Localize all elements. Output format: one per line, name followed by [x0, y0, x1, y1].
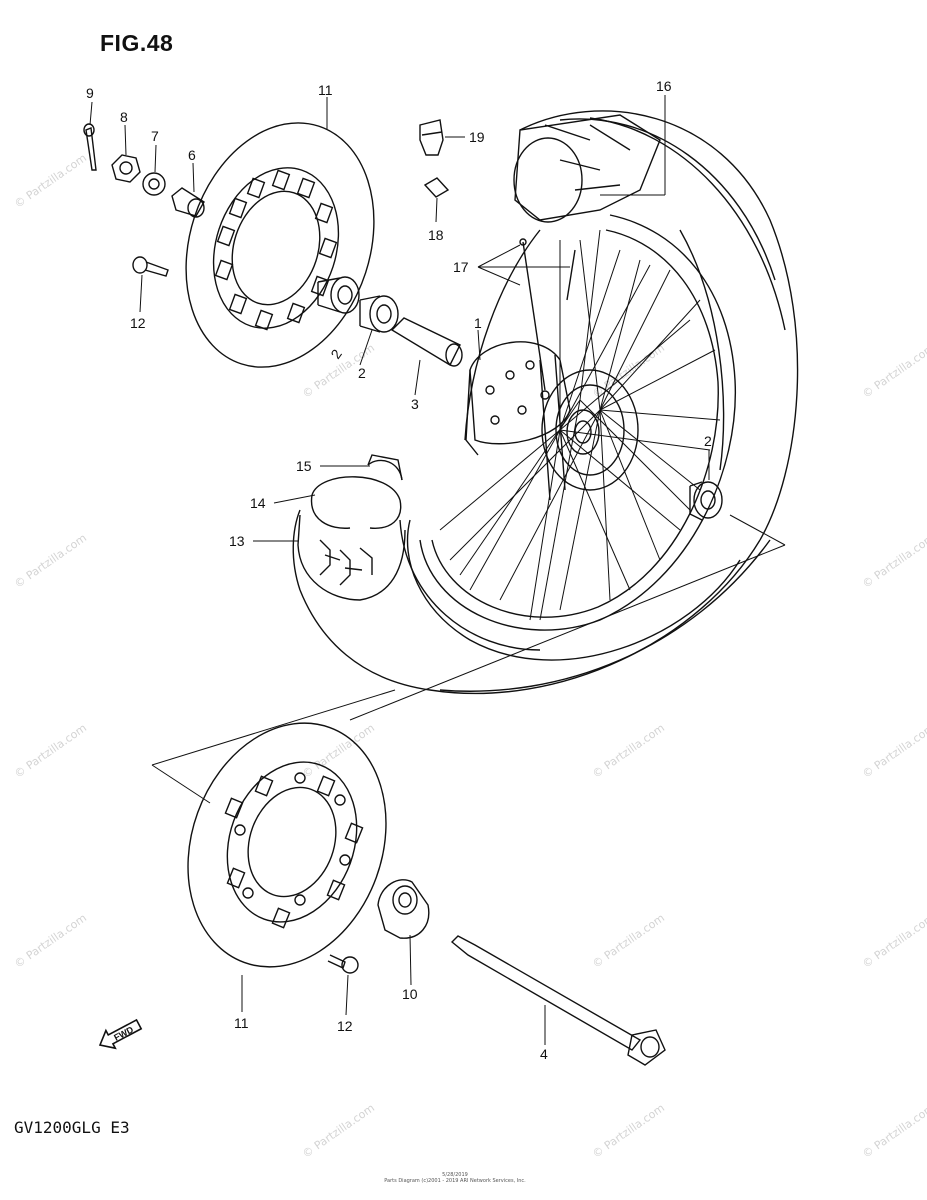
callout-4: 4 — [540, 1046, 548, 1062]
speedometer-gearbox — [377, 879, 430, 939]
callout-19: 19 — [469, 129, 485, 145]
wheel-rim — [399, 214, 737, 651]
disc-bolt-lower — [327, 954, 359, 974]
brake-disc-lower — [187, 722, 387, 968]
callout-12b: 12 — [337, 1018, 353, 1034]
axle-nut — [111, 154, 141, 183]
callout-8: 8 — [120, 109, 128, 125]
wheel-bearing-left — [317, 276, 360, 314]
callout-13: 13 — [229, 533, 245, 549]
spoke-nipple — [423, 177, 450, 198]
wheel-hub — [465, 341, 639, 501]
callout-10: 10 — [402, 986, 418, 1002]
wheel-bearing-right — [359, 295, 399, 333]
cotter-pin — [83, 123, 97, 171]
callout-17: 17 — [453, 259, 469, 275]
spokes — [439, 229, 721, 621]
callout-11b: 11 — [234, 1015, 249, 1031]
callout-7: 7 — [151, 128, 159, 144]
guide-lines — [151, 514, 786, 804]
rim-band — [367, 454, 403, 481]
valve-cap — [419, 119, 444, 156]
disc-bolt-upper — [132, 256, 169, 277]
callout-11a: 11 — [318, 82, 333, 98]
distance-spacer — [390, 317, 463, 367]
callout-6: 6 — [188, 147, 196, 163]
callout-3: 3 — [411, 396, 419, 412]
callout-18: 18 — [428, 227, 444, 243]
leader-lines — [89, 95, 710, 1045]
callout-16: 16 — [656, 78, 672, 94]
wheel-bearing-lower — [689, 481, 723, 521]
tire — [292, 110, 799, 695]
page-title: FIG.48 — [100, 30, 174, 56]
callout-9: 9 — [86, 85, 94, 101]
brake-disc-upper — [185, 122, 375, 368]
fine-print-copyright: Parts Diagram (c)2001 - 2019 ARI Network… — [384, 1178, 526, 1184]
model-code: GV1200GLG E3 — [14, 1118, 130, 1137]
callout-1: 1 — [474, 315, 482, 331]
callout-12a: 12 — [130, 315, 146, 331]
front-axle — [450, 935, 666, 1066]
callout-15: 15 — [296, 458, 312, 474]
forward-arrow-icon: FWD — [98, 1018, 143, 1050]
inner-tube — [310, 476, 402, 529]
tire-tread-section — [297, 514, 406, 601]
footer-fine-print: 5/28/2019 Parts Diagram (c)2001 - 2019 A… — [370, 1172, 540, 1184]
callout-14: 14 — [250, 495, 266, 511]
spoke-sample — [519, 238, 576, 391]
spacer — [171, 187, 205, 218]
callout-2a: 2 — [358, 365, 366, 381]
callout-2c: 2 — [327, 346, 345, 362]
callout-2b: 2 — [704, 433, 712, 449]
washer — [142, 172, 166, 196]
fine-print-date: 5/28/2019 — [442, 1172, 468, 1178]
callout-labels: 9 8 7 6 11 12 2 3 1 2 15 14 13 16 17 18 … — [86, 78, 712, 1062]
